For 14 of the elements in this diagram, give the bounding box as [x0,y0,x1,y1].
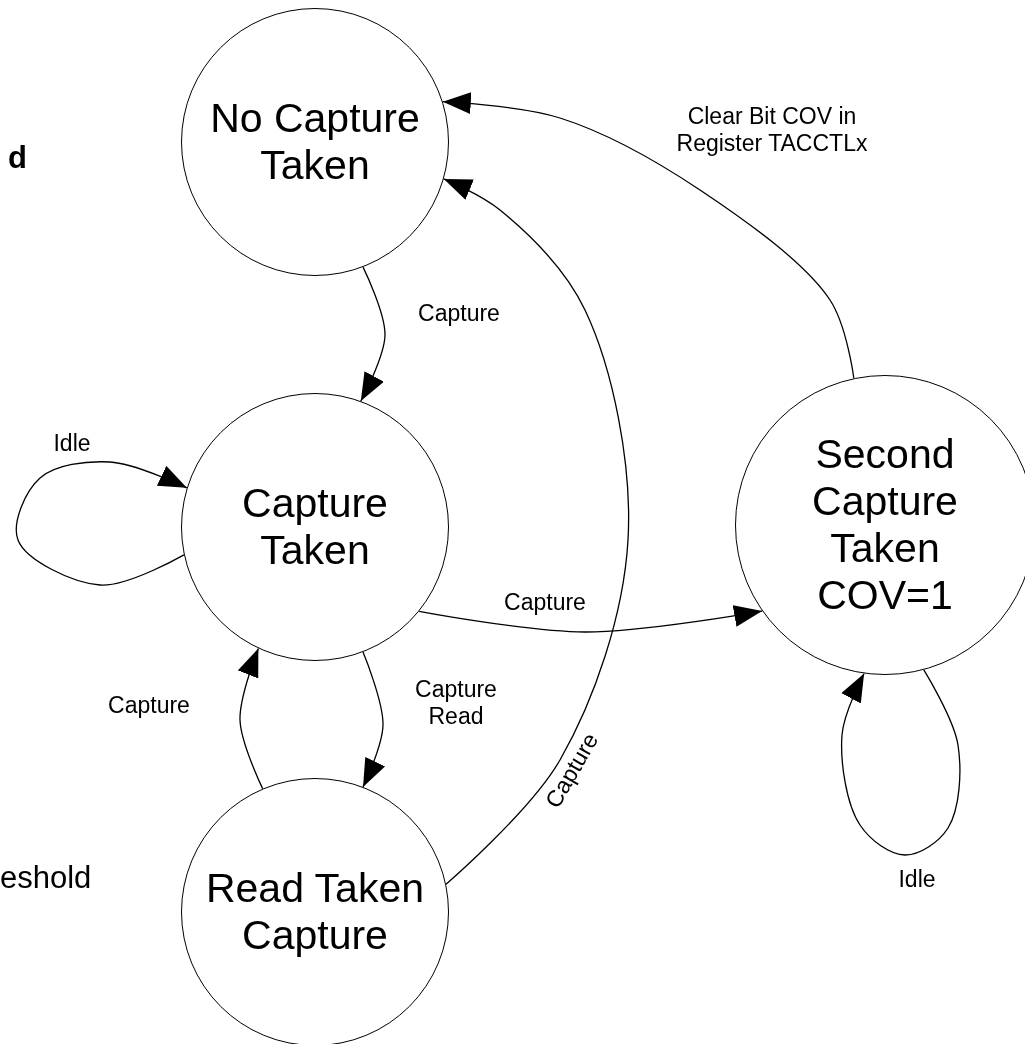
arrow [443,178,630,885]
state-name: Second Capture Taken COV=1 [811,431,959,619]
cut-off-text: d [8,140,27,176]
arrow [15,461,188,586]
arrow [360,266,386,402]
state-name: No Capture Taken [209,95,421,189]
arrow [237,647,264,790]
arrow [418,605,763,633]
arrow [841,669,961,856]
state-name: Read Taken Capture [204,865,426,959]
state-name: Capture Taken [241,480,389,574]
arrow [362,651,385,788]
arrow [442,92,855,379]
cut-off-text: eshold [0,860,92,896]
